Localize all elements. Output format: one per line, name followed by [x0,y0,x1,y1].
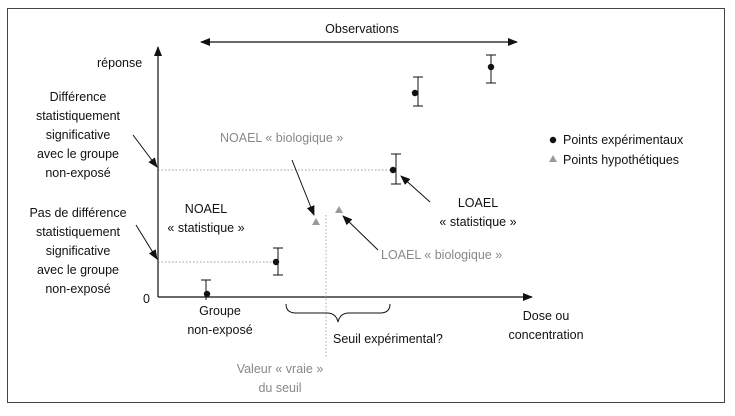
legend-circle-icon [549,136,557,144]
figure-frame [7,8,725,403]
diff-significant-arrow [132,134,158,168]
origin-label: 0 [143,292,150,306]
observations-label: Observations [325,22,399,36]
legend-experimental-label: Points expérimentaux [563,133,684,147]
no-diff-text: Pas de différence statistiquement signif… [29,206,127,296]
y-axis-label: réponse [97,56,143,70]
loael-bio-text: LOAEL « biologique » [381,248,503,262]
valeur-vraie-text: Valeur « vraie » du seuil [236,362,324,395]
seuil-experimental-text: Seuil expérimental? [333,332,443,346]
experimental-point-3 [389,153,401,185]
loael-stat-arrow [400,175,431,203]
experimental-point-1 [201,279,211,300]
experimental-threshold-brace [285,303,391,323]
noael-bio-arrow [291,159,315,216]
noael-stat-text: NOAEL « statistique » [167,202,245,235]
loael-bio-arrow [342,215,379,251]
x-axis-label: Dose ou concentration [508,309,584,342]
legend-hypothetical-label: Points hypothétiques [563,153,680,167]
hypothetical-point-1 [312,218,320,225]
experimental-point-2 [272,247,283,276]
experimental-point-5 [486,54,496,84]
legend-triangle-icon [549,155,557,162]
experimental-point-4 [411,76,423,107]
diff-significant-text: Différence statistiquement significative… [35,90,121,180]
control-group-text: Groupe non-exposé [187,304,253,337]
noael-bio-text: NOAEL « biologique » [220,131,344,145]
no-diff-arrow [135,224,158,260]
loael-stat-text: LOAEL « statistique » [439,196,517,229]
hypothetical-point-2 [335,206,343,213]
